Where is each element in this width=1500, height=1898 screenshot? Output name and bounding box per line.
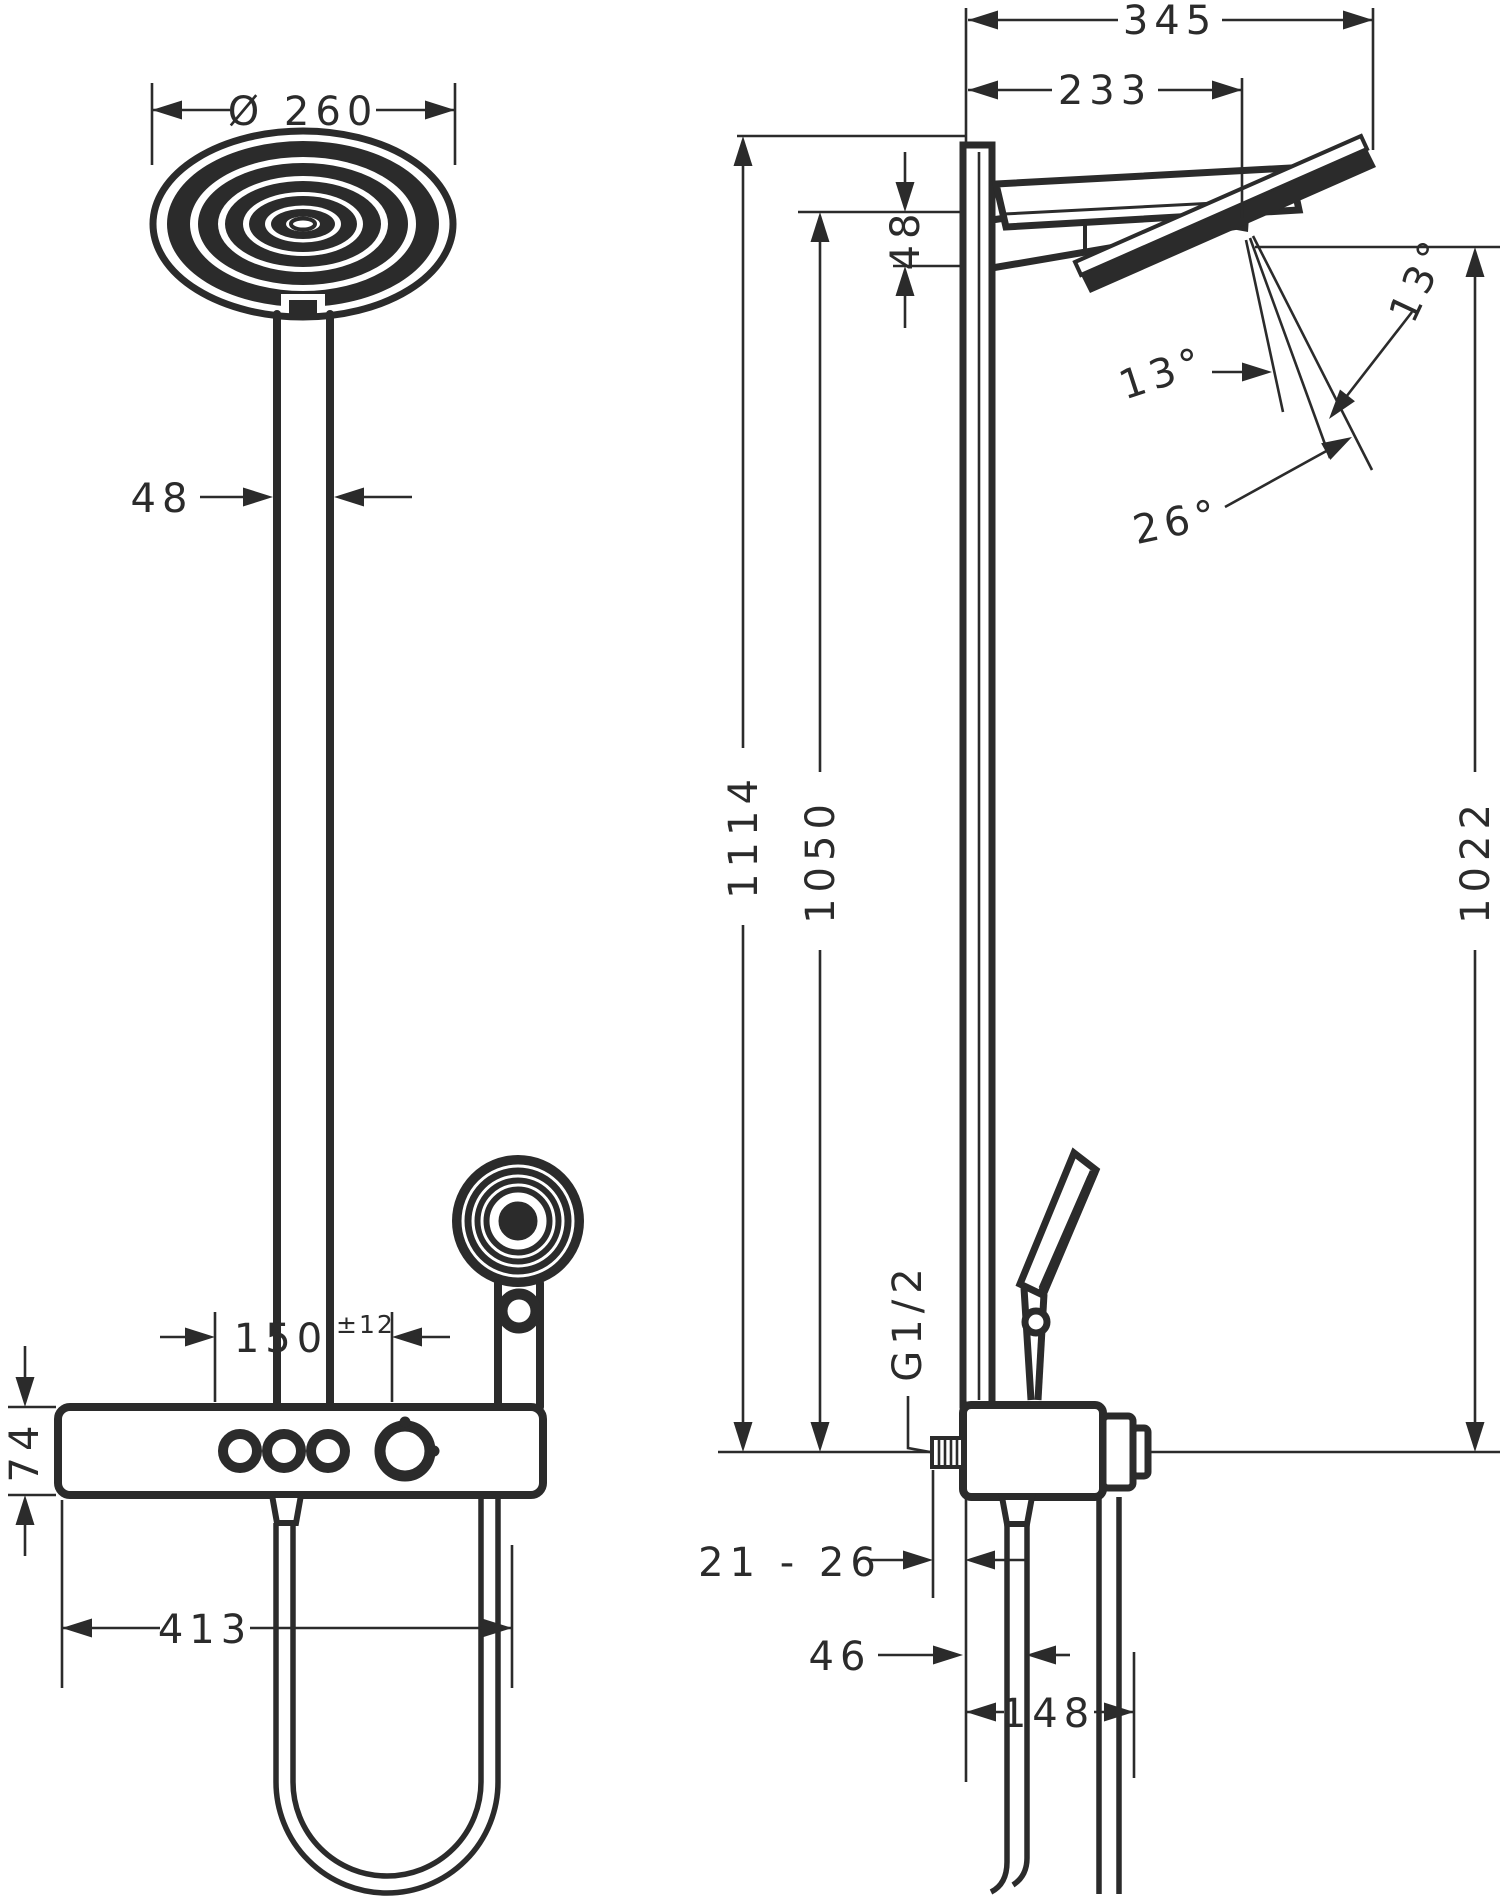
- shower-hose-front: [273, 1497, 501, 1896]
- hand-shower-holder-ring: [496, 1288, 542, 1334]
- dim-pivot-reach: 233: [968, 68, 1244, 218]
- dim-outlet-offset: 46: [809, 1634, 1070, 1680]
- dim-height-overall: 1114: [721, 136, 767, 1452]
- dim-height-pipe: 1050: [798, 212, 844, 1452]
- side-view: 13° 13° 26° 345 233 48: [698, 0, 1500, 1895]
- dim-bracket-height-label: 48: [883, 208, 929, 271]
- dim-head-reach-label: 345: [1123, 0, 1217, 44]
- dim-bracket-height: 48: [883, 152, 929, 328]
- hose-outlet-side: [998, 1494, 1036, 1527]
- dim-height-pipe-label: 1050: [798, 798, 844, 924]
- shower-pipe-side: [959, 141, 996, 1409]
- dim-hose-offset-label: 148: [1001, 1691, 1095, 1737]
- select-button-2: [262, 1429, 306, 1473]
- overhead-shower-top-view: [149, 127, 457, 321]
- supply-nipple: [930, 1436, 965, 1469]
- hand-shower-hose-nut: [1021, 1307, 1051, 1337]
- thread-annotation: G1/2: [885, 1262, 931, 1454]
- dim-outlet-offset-label: 46: [809, 1634, 872, 1680]
- dim-body-height-label: 74: [2, 1420, 48, 1483]
- dim-height-overall-label: 1114: [721, 773, 767, 899]
- dim-supply-tolerance-label: ±12: [336, 1310, 395, 1339]
- dim-body-height: 74: [2, 1346, 56, 1556]
- dim-head-reach: 345: [968, 0, 1375, 150]
- hand-shower-front: [452, 1155, 584, 1411]
- dim-wall-distance: 21 - 26: [698, 1470, 1028, 1598]
- overhead-shower-side-tilted: [1072, 133, 1376, 293]
- tilt-angle-annotations: 13° 13° 26°: [1114, 229, 1460, 554]
- hand-shower-side: [1015, 1147, 1101, 1401]
- dim-head-diameter-label: Ø 260: [228, 89, 379, 135]
- dim-pipe-width-label: 48: [131, 476, 194, 522]
- hose-outlet-front: [268, 1492, 305, 1526]
- thermostat-bar-front: [54, 1403, 547, 1526]
- front-view: Ø 260 48: [2, 83, 584, 1896]
- dim-pivot-reach-label: 233: [1058, 68, 1152, 114]
- dim-body-width: 413: [60, 1500, 514, 1688]
- valve-body-side: [930, 1401, 1152, 1527]
- dim-head-diameter: Ø 260: [150, 83, 457, 165]
- dim-pipe-width: 48: [131, 476, 412, 522]
- shower-hose-side: [989, 1497, 1122, 1895]
- tilt-angle-right-label: 13°: [1381, 229, 1460, 329]
- dim-height-pivot: 1022: [1453, 247, 1499, 1452]
- tilt-angle-total-label: 26°: [1129, 491, 1226, 554]
- dim-supply-spacing: 150 ±12: [160, 1310, 450, 1402]
- select-knob-side: [1099, 1412, 1137, 1492]
- thread-label: G1/2: [885, 1262, 931, 1381]
- select-button-1: [218, 1429, 262, 1473]
- dim-wall-distance-label: 21 - 26: [698, 1540, 882, 1586]
- temperature-knob: [374, 1420, 436, 1482]
- dim-body-width-label: 413: [158, 1607, 252, 1653]
- select-button-3: [306, 1429, 350, 1473]
- dim-supply-spacing-label: 150: [234, 1316, 328, 1362]
- tilt-angle-left-label: 13°: [1114, 338, 1213, 409]
- dim-hose-offset: 148: [966, 1652, 1136, 1778]
- dim-height-pivot-label: 1022: [1453, 798, 1499, 924]
- shower-pipe-front: [273, 310, 334, 1414]
